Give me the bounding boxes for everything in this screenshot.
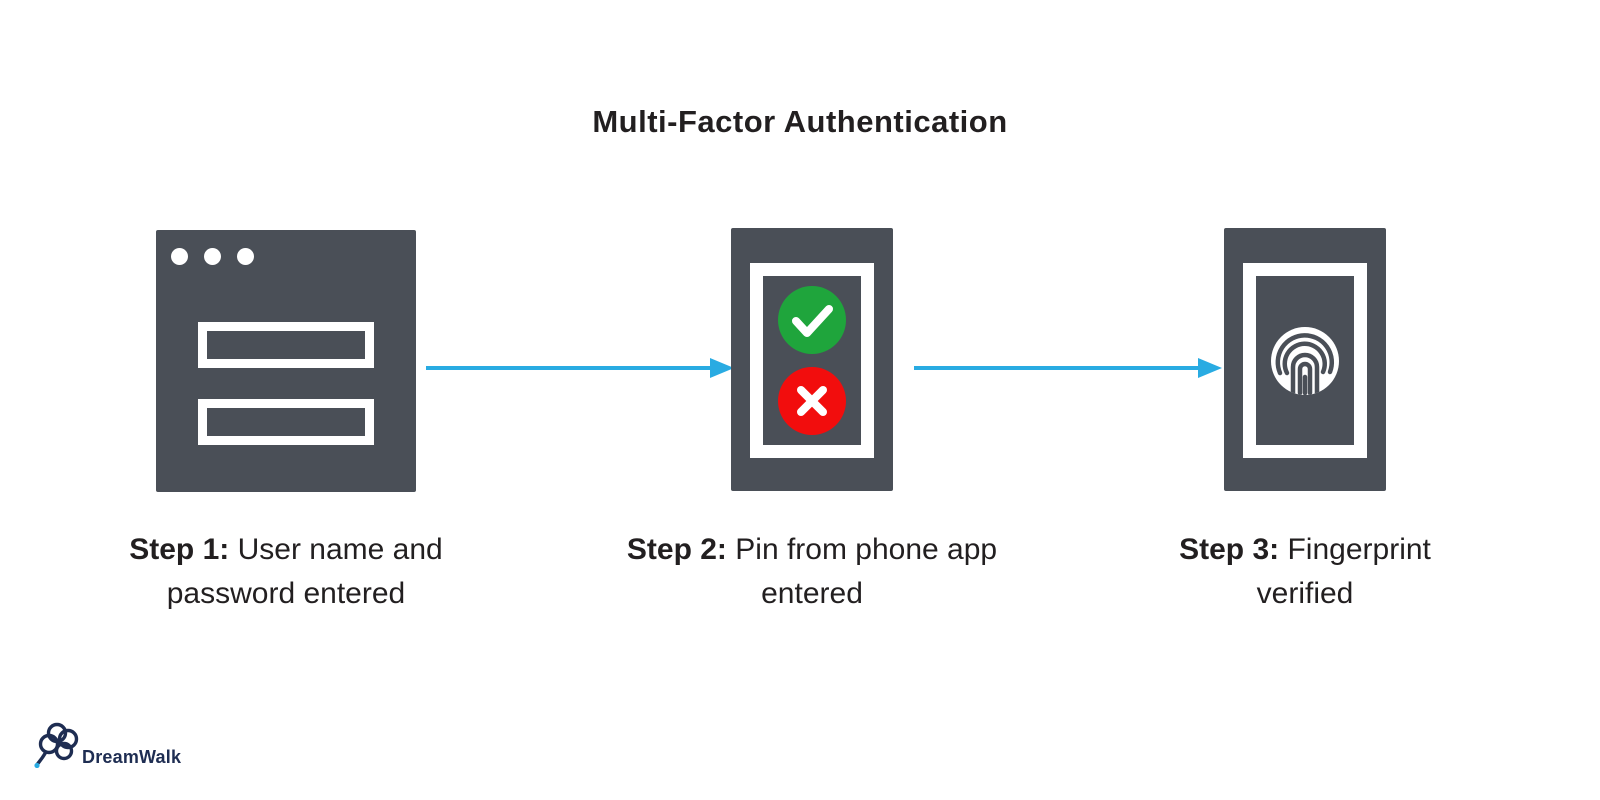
browser-window-dots — [171, 248, 254, 265]
phone-screen — [1256, 276, 1354, 445]
brand-logo: DreamWalk — [34, 722, 181, 768]
cross-icon — [778, 367, 846, 435]
password-field-shape — [198, 399, 374, 445]
step-1-label-text: User name and password entered — [166, 533, 443, 610]
window-dot-icon — [204, 248, 221, 265]
browser-login-icon — [156, 230, 416, 492]
phone-fingerprint-icon — [1224, 228, 1386, 491]
brand-name: DreamWalk — [82, 747, 182, 767]
arrow-step2-to-step3-icon — [914, 358, 1222, 378]
phone-bezel — [750, 263, 874, 458]
step-2-label-bold: Step 2: — [626, 533, 727, 566]
step-2-label: Step 2: Pin from phone app entered — [607, 528, 1017, 616]
arrow-step1-to-step2-icon — [426, 358, 734, 378]
window-dot-icon — [237, 248, 254, 265]
step-3-label-text: Fingerprint verified — [1256, 533, 1431, 610]
step-1-label: Step 1: User name and password entered — [86, 528, 486, 616]
step-3-label-bold: Step 3: — [1179, 533, 1280, 566]
step-2-label-text: Pin from phone app entered — [735, 533, 998, 610]
window-dot-icon — [171, 248, 188, 265]
dreamwalk-flower-icon — [34, 722, 79, 768]
fingerprint-icon — [1271, 326, 1339, 395]
phone-bezel — [1243, 263, 1367, 458]
page-title: Multi-Factor Authentication — [592, 104, 1008, 139]
phone-pin-icon — [731, 228, 893, 491]
step-1-label-bold: Step 1: — [129, 533, 230, 566]
logo-dot — [34, 762, 40, 768]
username-field-shape — [198, 322, 374, 368]
step-3-label: Step 3: Fingerprint verified — [1135, 528, 1475, 616]
check-icon — [778, 286, 846, 354]
phone-screen — [763, 276, 861, 445]
